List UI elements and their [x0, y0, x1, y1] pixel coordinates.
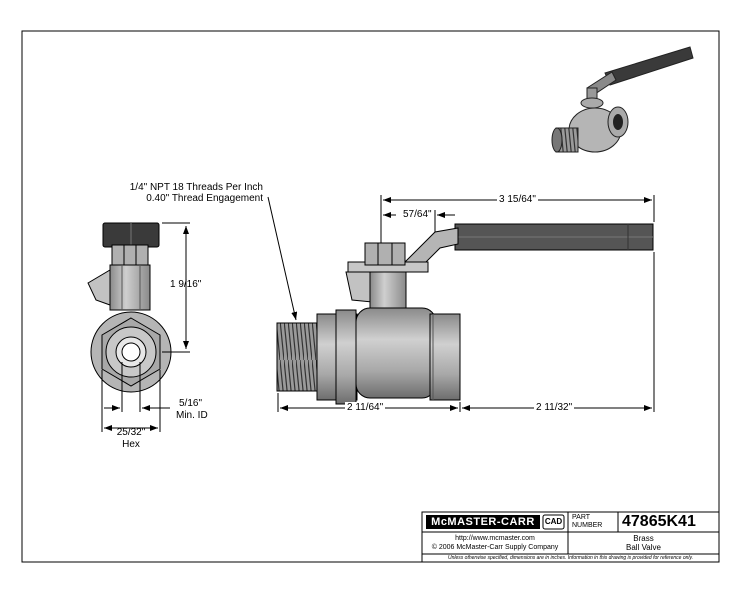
part-label-1: PART	[572, 514, 591, 521]
website-url: http://www.mcmaster.com	[455, 535, 535, 542]
cad-badge-frame	[542, 514, 565, 530]
description-line2: Ball Valve	[626, 543, 661, 552]
height-dimension-label: 1 9/16"	[170, 279, 202, 290]
logo-background	[426, 515, 540, 529]
mcmaster-logo: McMASTER-CARR	[431, 516, 535, 528]
end-view	[87, 222, 172, 393]
valve-3d-thumbnail	[551, 46, 694, 153]
id-dimension-value: 5/16"	[179, 398, 203, 409]
front-view-dimensions	[267, 195, 655, 412]
cad-badge: CAD	[544, 517, 563, 526]
body-length-label: 2 11/64"	[345, 402, 386, 413]
hex-dimension-label: Hex	[122, 439, 140, 450]
overall-length-label: 3 15/64"	[497, 194, 538, 205]
front-view	[276, 223, 654, 405]
handle-length-label: 2 11/32"	[534, 402, 575, 413]
part-label-2: NUMBER	[572, 522, 603, 529]
end-view-dimensions	[101, 222, 190, 432]
hex-dimension-value: 25/32"	[116, 427, 146, 438]
copyright-text: © 2006 McMaster-Carr Supply Company	[431, 544, 559, 551]
title-block-frame	[421, 511, 720, 563]
stem-offset-label: 57/64"	[403, 209, 432, 220]
drawing-border	[21, 30, 720, 563]
disclaimer-footer: Unless otherwise specified, dimensions a…	[447, 555, 694, 561]
part-number: 47865K41	[622, 513, 696, 530]
thread-callout-line2: 0.40" Thread Engagement	[146, 193, 263, 204]
id-dimension-label: Min. ID	[176, 410, 208, 421]
thread-callout-line1: 1/4" NPT 18 Threads Per Inch	[129, 182, 263, 193]
description-line1: Brass	[633, 534, 654, 543]
